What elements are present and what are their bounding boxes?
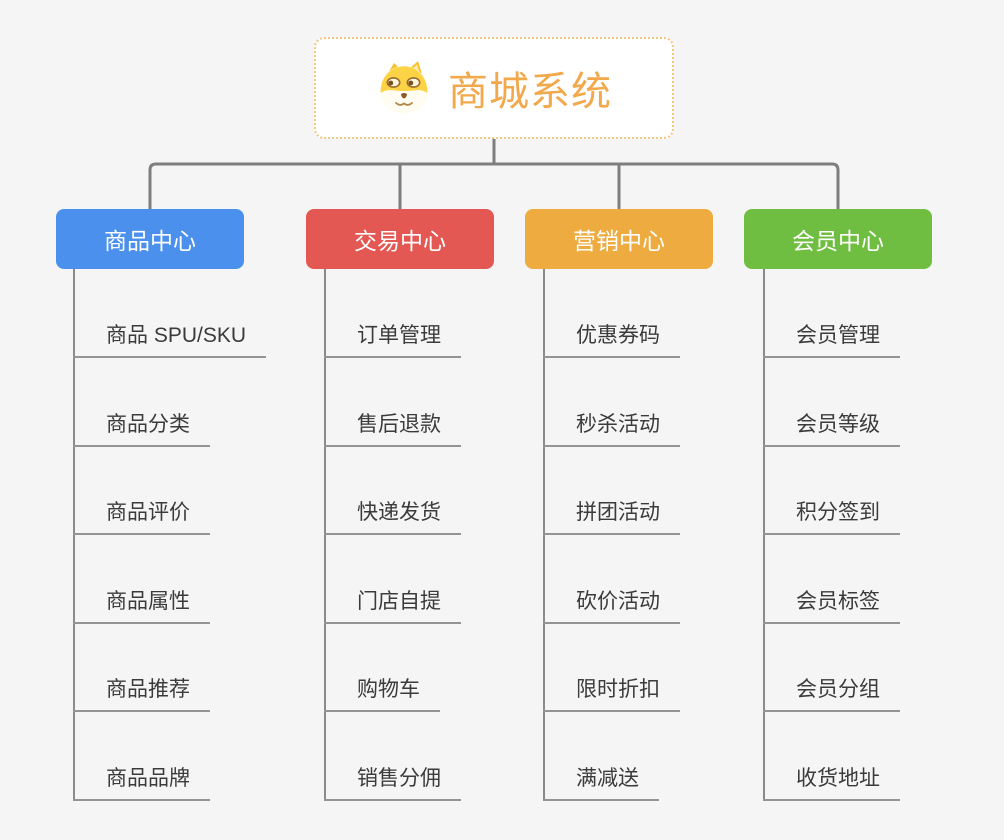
leaf-node[interactable]: 限时折扣 <box>543 676 680 712</box>
leaf-node[interactable]: 会员等级 <box>763 411 900 447</box>
leaf-node[interactable]: 快递发货 <box>324 499 461 535</box>
leaf-node[interactable]: 商品评价 <box>73 499 210 535</box>
leaf-node[interactable]: 满减送 <box>543 765 659 801</box>
root-node-mall-system[interactable]: 商城系统 <box>314 37 674 139</box>
leaf-node[interactable]: 商品分类 <box>73 411 210 447</box>
leaf-node[interactable]: 秒杀活动 <box>543 411 680 447</box>
leaf-node[interactable]: 会员管理 <box>763 322 900 358</box>
leaf-node[interactable]: 商品属性 <box>73 588 210 624</box>
branch-node-product-center[interactable]: 商品中心 <box>56 209 244 269</box>
leaf-node[interactable]: 积分签到 <box>763 499 900 535</box>
dog-face-icon <box>380 61 428 114</box>
leaf-node[interactable]: 售后退款 <box>324 411 461 447</box>
branch-node-member-center[interactable]: 会员中心 <box>744 209 932 269</box>
leaf-node[interactable]: 砍价活动 <box>543 588 680 624</box>
leaf-node[interactable]: 优惠券码 <box>543 322 680 358</box>
leaf-node[interactable]: 销售分佣 <box>324 765 461 801</box>
leaf-node[interactable]: 订单管理 <box>324 322 461 358</box>
leaf-column-trade: 订单管理 售后退款 快递发货 门店自提 购物车 销售分佣 <box>324 269 584 801</box>
branch-node-trade-center[interactable]: 交易中心 <box>306 209 494 269</box>
leaf-node[interactable]: 商品 SPU/SKU <box>73 322 267 358</box>
leaf-node[interactable]: 商品推荐 <box>73 676 210 712</box>
root-title: 商城系统 <box>448 70 612 114</box>
leaf-node[interactable]: 收货地址 <box>763 765 900 801</box>
leaf-node[interactable]: 拼团活动 <box>543 499 680 535</box>
leaf-column-member: 会员管理 会员等级 积分签到 会员标签 会员分组 收货地址 <box>763 269 1004 801</box>
leaf-node[interactable]: 门店自提 <box>324 588 461 624</box>
leaf-column-marketing: 优惠券码 秒杀活动 拼团活动 砍价活动 限时折扣 满减送 <box>543 269 803 801</box>
leaf-node[interactable]: 购物车 <box>324 676 440 712</box>
leaf-node[interactable]: 会员分组 <box>763 676 900 712</box>
leaf-node[interactable]: 会员标签 <box>763 588 900 624</box>
branch-node-marketing-center[interactable]: 营销中心 <box>525 209 713 269</box>
leaf-node[interactable]: 商品品牌 <box>73 765 210 801</box>
leaf-column-product: 商品 SPU/SKU 商品分类 商品评价 商品属性 商品推荐 商品品牌 <box>73 269 333 801</box>
